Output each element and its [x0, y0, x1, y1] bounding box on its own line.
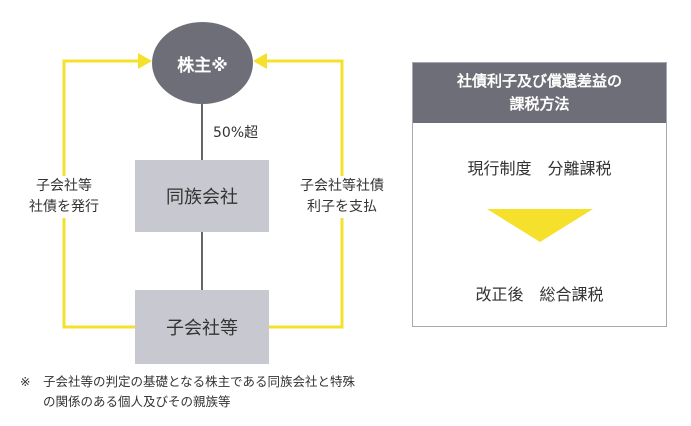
footnote-mark: ※ [20, 374, 31, 389]
label-line: 子会社等社債 [300, 178, 384, 194]
arrowhead-right [253, 53, 267, 69]
arrowhead-left [138, 53, 152, 69]
down-arrow-icon [487, 209, 593, 242]
label-line: 利子を支払 [307, 199, 377, 215]
issue-bond-label: 子会社等 社債を発行 [14, 176, 114, 218]
pay-interest-label: 子会社等社債 利子を支払 [282, 176, 402, 218]
footnote-line: 子会社等の判定の基礎となる株主である同族会社と特殊 [43, 374, 356, 389]
header-line: 課税方法 [509, 95, 570, 113]
subsidiary-node: 子会社等 [135, 290, 269, 364]
current-system: 現行制度 分離課税 [467, 159, 612, 178]
revised-system: 改正後 総合課税 [475, 285, 604, 304]
footnote-line: の関係のある個人及びその親族等 [43, 394, 231, 409]
label-line: 子会社等 [36, 178, 92, 194]
tax-method-panel: 社債利子及び償還差益の 課税方法 現行制度 分離課税 改正後 総合課税 [412, 62, 667, 327]
family-company-node: 同族会社 [135, 160, 269, 232]
label-line: 社債を発行 [29, 199, 99, 215]
ownership-label: 50%超 [213, 125, 259, 141]
header-line: 社債利子及び償還差益の [456, 72, 622, 90]
shareholder-node: 株主※ [152, 22, 253, 104]
tax-panel-header: 社債利子及び償還差益の 課税方法 [413, 63, 666, 123]
footnote: 子会社等の判定の基礎となる株主である同族会社と特殊 の関係のある個人及びその親族… [43, 372, 355, 412]
